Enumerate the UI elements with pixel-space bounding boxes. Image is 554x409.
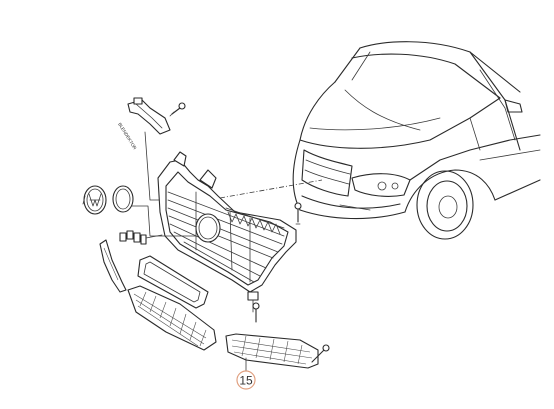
callout-15[interactable]: 15 — [236, 370, 256, 390]
bracket-screw — [169, 102, 186, 117]
lower-screw — [252, 302, 260, 323]
bracket-leader-line — [144, 131, 161, 201]
leader-line-to-car — [219, 179, 323, 199]
emblem-ring-icon — [112, 185, 134, 213]
car-front-outline — [292, 41, 541, 240]
callout-ring — [236, 370, 256, 390]
fog-light-grille-right — [225, 333, 319, 369]
emblem-leader-line — [131, 205, 197, 237]
main-grille — [157, 151, 297, 293]
left-trim-strip — [99, 239, 127, 293]
upper-bracket — [127, 97, 171, 135]
callout-number: 15 — [239, 374, 253, 388]
fog-grille-screw — [311, 344, 330, 363]
embossed-label: BLENDEKTOR — [117, 122, 138, 151]
grille-screw-right — [294, 202, 302, 225]
clip-set-icon — [119, 230, 163, 245]
lower-grille — [127, 285, 217, 351]
vw-emblem-icon — [82, 185, 107, 215]
license-plate-holder — [137, 255, 209, 309]
